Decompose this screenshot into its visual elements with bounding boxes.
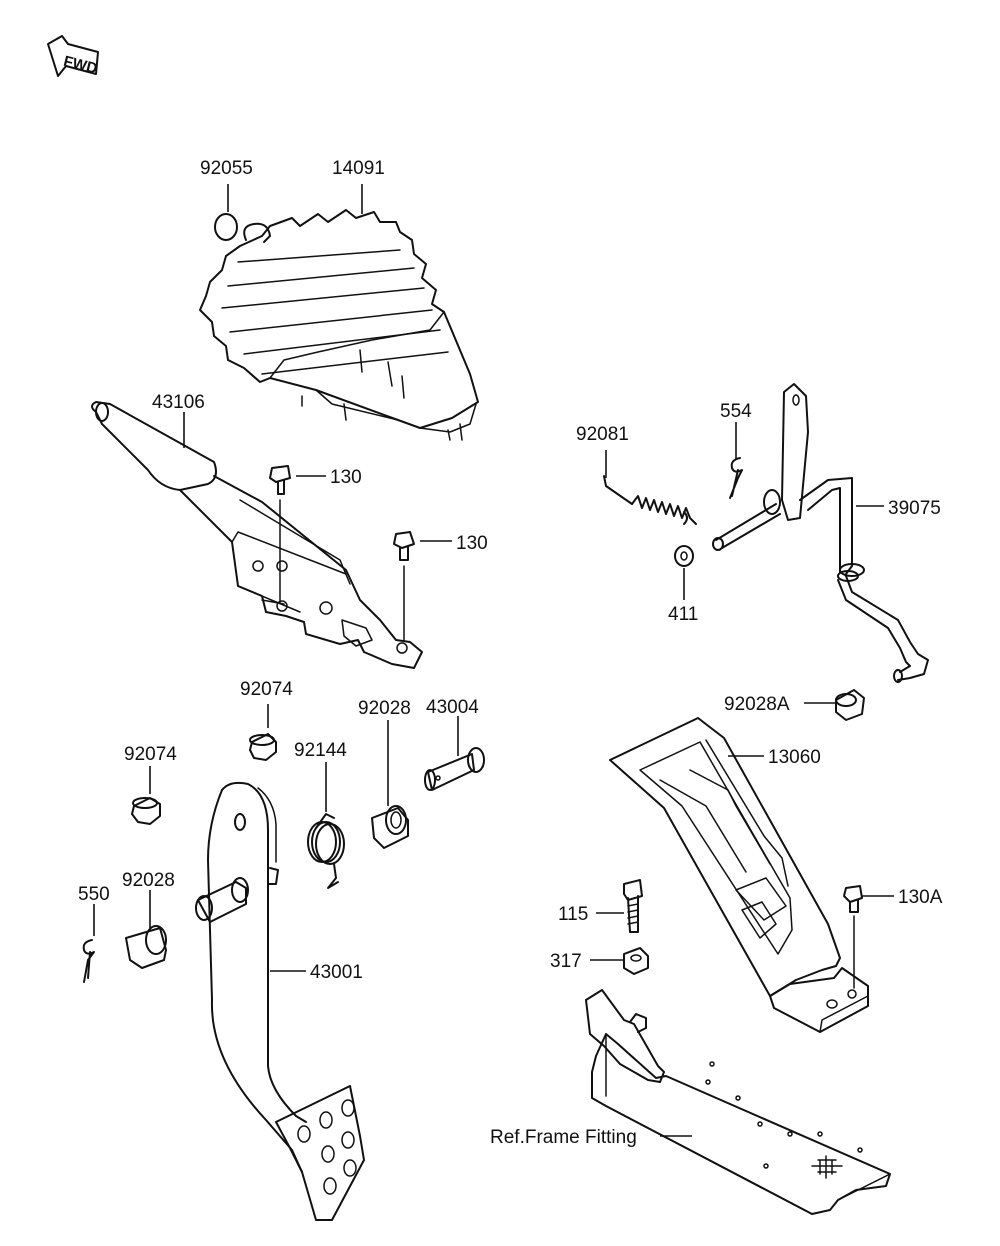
label-92144: 92144: [294, 740, 347, 761]
brake-pedal-43001: [195, 781, 365, 1221]
torsion-spring-92144: [307, 813, 345, 889]
rod-39075: [712, 383, 929, 683]
hand-lever-43106: [91, 401, 423, 669]
label-92028-upper: 92028: [358, 698, 411, 719]
label-92028-lower: 92028: [122, 870, 175, 891]
label-92081: 92081: [576, 424, 629, 445]
bolt-130-upper: [269, 465, 291, 603]
nut-317: [623, 947, 649, 975]
label-13060: 13060: [768, 747, 821, 768]
bolt-130-lower: [393, 531, 415, 641]
cotter-pin-554: [729, 457, 743, 499]
bolt-130A: [843, 885, 863, 989]
label-317: 317: [550, 951, 582, 972]
boot-14091: [199, 209, 479, 441]
label-92055: 92055: [200, 158, 253, 179]
washer-411: [674, 545, 694, 567]
accelerator-pedal-13060: [609, 717, 869, 1033]
label-92074-upper: 92074: [240, 679, 293, 700]
label-130-upper: 130: [330, 467, 362, 488]
label-43004: 43004: [426, 697, 479, 718]
bush-92028-upper: [371, 805, 409, 849]
label-92074-lower: 92074: [124, 744, 177, 765]
label-130-lower: 130: [456, 533, 488, 554]
bush-92028-lower: [125, 925, 167, 969]
cotter-pin-550: [82, 939, 95, 983]
label-115: 115: [558, 904, 588, 925]
bolt-115: [623, 879, 643, 933]
label-14091: 14091: [332, 158, 385, 179]
bush-92028A: [835, 689, 865, 721]
fwd-arrow-icon: FWD: [47, 35, 99, 78]
part-labels: 92055 14091 43106 130 130 92081 554 3907…: [78, 158, 943, 1148]
label-39075: 39075: [888, 498, 941, 519]
label-43106: 43106: [152, 392, 205, 413]
label-43001: 43001: [310, 962, 363, 983]
label-550: 550: [78, 884, 110, 905]
label-ref-frame-fitting: Ref.Frame Fitting: [490, 1127, 637, 1148]
spring-92081: [603, 475, 697, 525]
label-92028A: 92028A: [724, 694, 790, 715]
label-554: 554: [720, 401, 752, 422]
plug-92074-upper: [249, 733, 277, 761]
label-130A: 130A: [898, 887, 943, 908]
leader-lines: [93, 184, 894, 1137]
pin-43004: [424, 747, 485, 791]
frame-fitting: [585, 989, 891, 1215]
plug-92074-lower: [131, 797, 161, 825]
label-411: 411: [668, 604, 698, 625]
